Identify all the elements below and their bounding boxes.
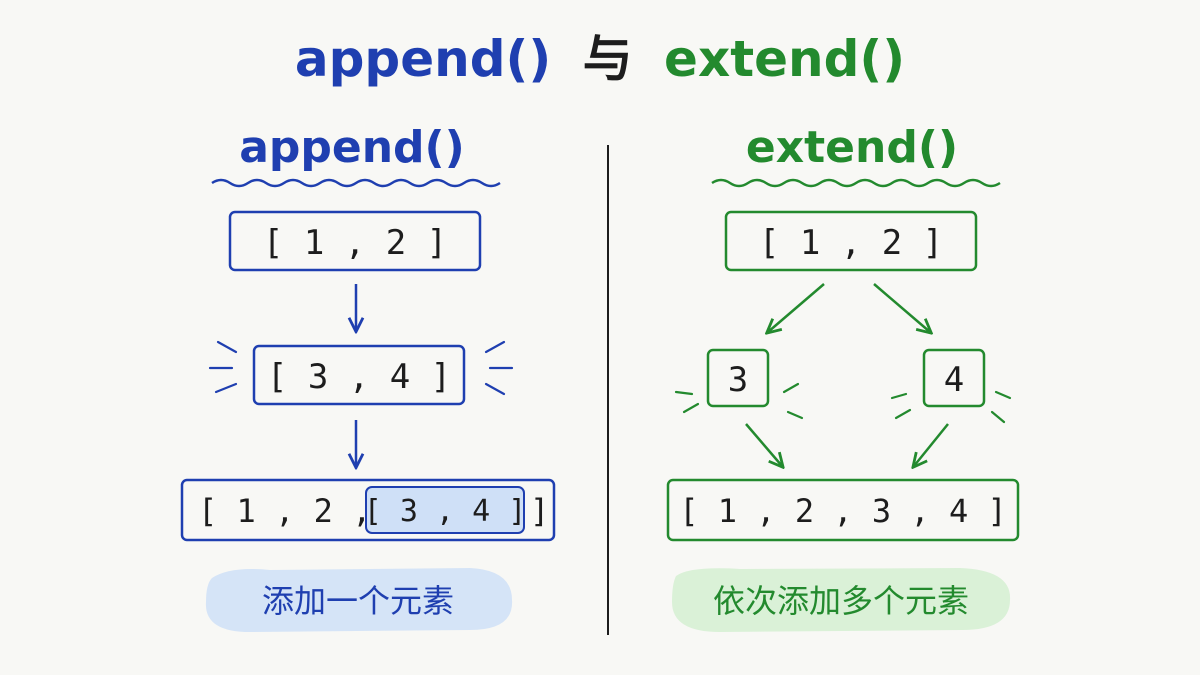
append-emphasis-marks bbox=[208, 340, 514, 396]
extend-item-a: 3 bbox=[728, 360, 748, 400]
extend-result-list: [ 1 , 2 , 3 , 4 ] bbox=[679, 492, 1007, 530]
title-extend: extend() bbox=[664, 30, 905, 88]
extend-initial-box bbox=[724, 210, 978, 272]
extend-caption: 依次添加多个元素 bbox=[713, 582, 969, 620]
title-connector: 与 bbox=[583, 30, 633, 88]
append-heading: append() bbox=[239, 122, 465, 173]
append-caption-highlight bbox=[205, 568, 513, 632]
append-result-suffix: ] bbox=[530, 492, 549, 530]
extend-arrow-split-left bbox=[768, 283, 825, 332]
append-heading-underline bbox=[211, 178, 501, 188]
append-item-box bbox=[252, 344, 466, 406]
append-result-nested: [ 3 , 4 ] bbox=[364, 494, 527, 529]
extend-arrow-merge-left bbox=[745, 423, 782, 466]
extend-heading-underline bbox=[711, 178, 1001, 188]
title-append: append() bbox=[295, 30, 551, 88]
extend-item-b-box bbox=[922, 348, 986, 408]
append-initial-box bbox=[228, 210, 482, 272]
append-nested-box bbox=[365, 486, 525, 534]
append-caption: 添加一个元素 bbox=[262, 582, 454, 620]
append-initial-list: [ 1 , 2 ] bbox=[263, 223, 447, 263]
extend-heading: extend() bbox=[746, 122, 958, 173]
extend-arrow-split-right bbox=[873, 283, 930, 332]
extend-item-a-box bbox=[706, 348, 770, 408]
extend-item-b-marks bbox=[890, 390, 1012, 424]
append-result-prefix: [ 1 , 2 , bbox=[198, 492, 371, 530]
extend-arrow-merge-right bbox=[914, 423, 949, 466]
append-item-list: [ 3 , 4 ] bbox=[267, 357, 451, 397]
extend-item-a-marks bbox=[674, 382, 804, 420]
extend-item-b: 4 bbox=[944, 360, 964, 400]
extend-initial-list: [ 1 , 2 ] bbox=[759, 223, 943, 263]
append-result-box bbox=[180, 478, 556, 542]
extend-caption-highlight bbox=[672, 568, 1011, 632]
page-title: append() 与 extend() bbox=[295, 30, 905, 88]
extend-result-box bbox=[666, 478, 1020, 542]
